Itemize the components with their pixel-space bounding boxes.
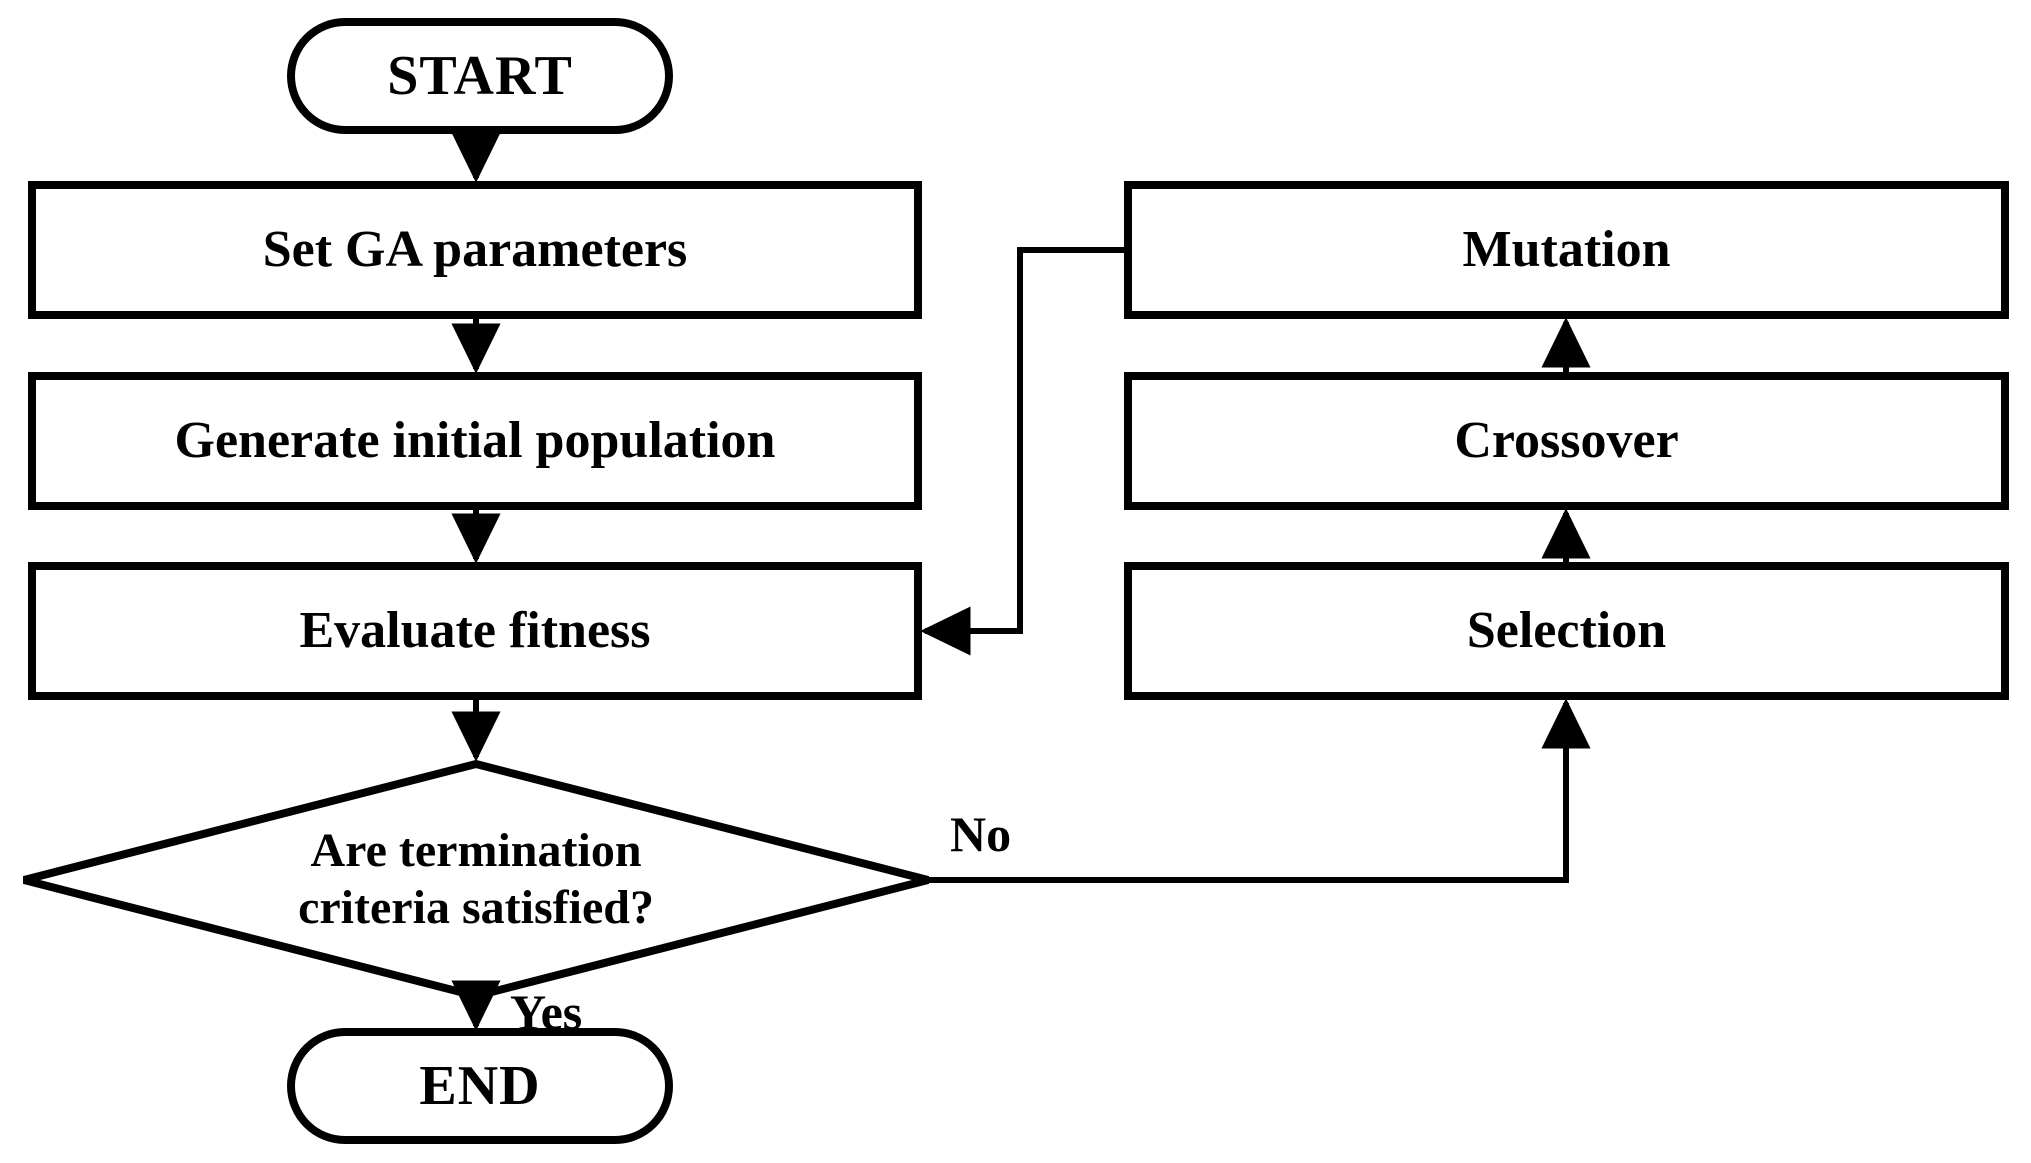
edge-label-no: No (950, 806, 1012, 862)
edge-label-yes: Yes (510, 984, 583, 1040)
mutation-box-shape[interactable] (1124, 181, 2009, 319)
selection-box-shape[interactable] (1124, 562, 2009, 700)
decision-diamond-shape[interactable] (23, 759, 929, 1001)
crossover-box-shape[interactable] (1124, 372, 2009, 510)
set-params-box-shape[interactable] (28, 181, 922, 319)
edge-mutation-to-evaluate-fitness (920, 247, 1128, 656)
edge-decision-no-to-selection (928, 698, 1591, 883)
evaluate-fitness-box-shape[interactable] (28, 562, 922, 700)
end-terminator-shape[interactable] (287, 1028, 673, 1144)
generate-population-box-shape[interactable] (28, 372, 922, 510)
start-terminator-shape[interactable] (287, 18, 673, 134)
